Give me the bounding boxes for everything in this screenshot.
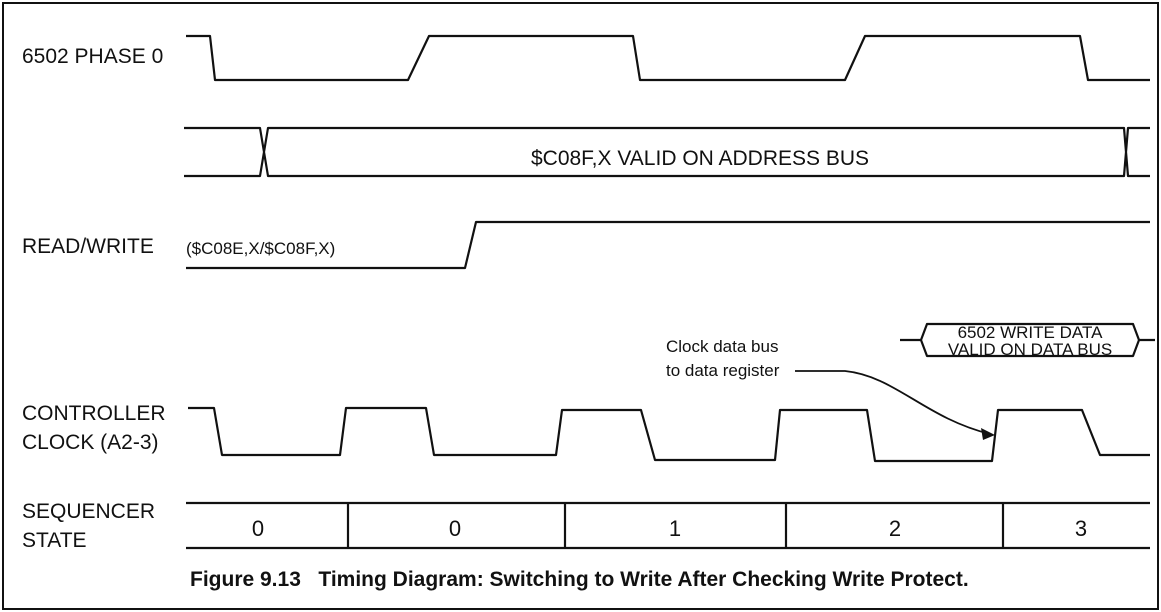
label-controller-clock-line1: CONTROLLER (22, 402, 166, 425)
write-data-line2: VALID ON DATA BUS (948, 340, 1112, 359)
write-data-line1: 6502 WRITE DATA (958, 323, 1104, 342)
annotation-line2: to data register (666, 361, 780, 380)
sequencer-state-0b: 0 (449, 516, 461, 541)
label-phase0: 6502 PHASE 0 (22, 45, 163, 68)
sequencer-state-3: 3 (1075, 516, 1087, 541)
label-controller-clock-line2: CLOCK (A2-3) (22, 431, 159, 454)
read-write-waveform (186, 220, 1150, 270)
sequencer-state-0a: 0 (252, 516, 264, 541)
annotation-arrowhead (981, 428, 995, 440)
phase0-waveform (186, 34, 1150, 82)
label-read-write: READ/WRITE (22, 235, 154, 258)
address-bus-waveform (184, 126, 1150, 178)
label-sequencer-line2: STATE (22, 529, 87, 552)
address-bus-label: $C08F,X VALID ON ADDRESS BUS (531, 147, 869, 170)
write-data-box (900, 322, 1155, 358)
sequencer-bus (186, 501, 1150, 550)
controller-clock-waveform (188, 406, 1150, 463)
label-sequencer-line1: SEQUENCER (22, 500, 155, 523)
read-write-note: ($C08E,X/$C08F,X) (186, 239, 335, 258)
figure-caption: Figure 9.13 Timing Diagram: Switching to… (190, 568, 969, 591)
annotation-line1: Clock data bus (666, 337, 778, 356)
annotation-arrow (795, 370, 991, 435)
sequencer-state-1: 1 (669, 516, 681, 541)
sequencer-state-2: 2 (889, 516, 901, 541)
